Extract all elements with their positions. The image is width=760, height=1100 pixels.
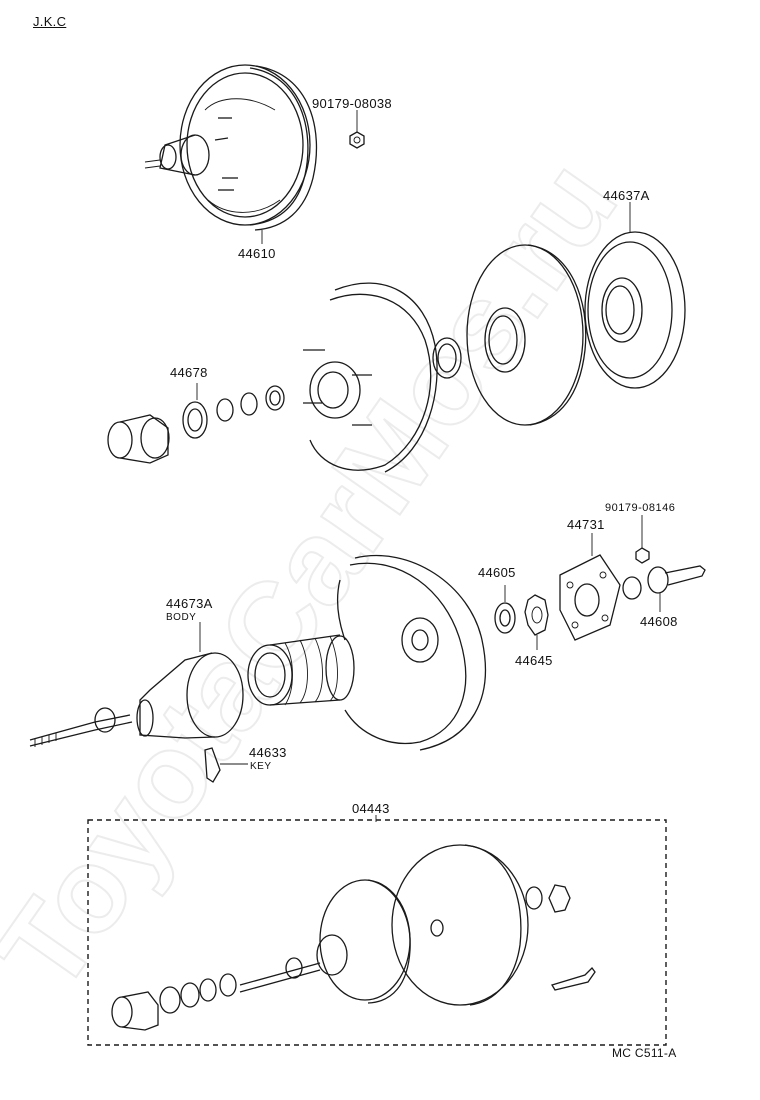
part-label-44608: 44608 — [640, 614, 678, 629]
footer-reference: MC C511-A — [612, 1046, 677, 1060]
part-label-90179-08146: 90179-08146 — [605, 502, 676, 514]
part-label-44637A: 44637A — [603, 188, 650, 203]
part-label-44605: 44605 — [478, 565, 516, 580]
push-rod — [29, 707, 133, 747]
assembly-boundary — [87, 819, 667, 1046]
key-44633 — [204, 747, 248, 783]
seal-44605 — [494, 585, 516, 634]
booster-body-shell — [336, 554, 486, 751]
rod-44608 — [622, 565, 706, 612]
retainer-44645 — [524, 594, 549, 650]
seal-ring — [432, 337, 462, 379]
body-44673A — [136, 622, 244, 739]
watermark-text: ToyotaCarMos.ru — [0, 137, 642, 1015]
part-label-44731: 44731 — [567, 517, 605, 532]
rear-shell — [303, 282, 438, 473]
bellows-boot — [247, 634, 355, 706]
diaphragm-plate — [466, 244, 587, 426]
part-label-04443: 04443 — [352, 801, 390, 816]
nut-90179-08146 — [635, 515, 650, 564]
part-label-44633: 44633 — [249, 745, 287, 760]
diaphragm-44637A — [584, 202, 686, 389]
rod-parts-44678 — [107, 383, 285, 464]
assembly-04443-drawing — [111, 844, 596, 1031]
part-label-44678: 44678 — [170, 365, 208, 380]
part-label-44645: 44645 — [515, 653, 553, 668]
front-shell-44610 — [144, 64, 318, 231]
part-label-90179-08038: 90179-08038 — [312, 96, 392, 111]
part-label-44673A: 44673A — [166, 596, 213, 611]
nut-90179-08038 — [349, 110, 365, 149]
header-code: J.K.C — [33, 14, 67, 29]
part-sublabel-key: KEY — [250, 761, 272, 772]
plate-44731 — [559, 533, 621, 641]
part-label-44610: 44610 — [238, 246, 276, 261]
part-sublabel-body: BODY — [166, 612, 197, 623]
